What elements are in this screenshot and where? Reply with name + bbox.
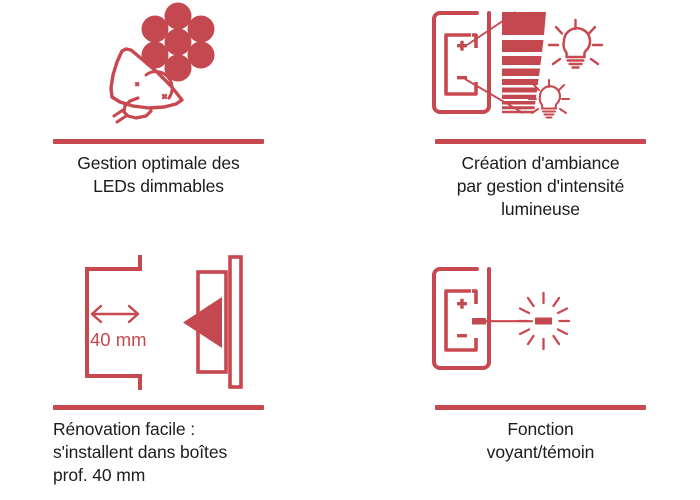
feature-caption: Rénovation facile : s'installent dans bo…	[53, 419, 228, 486]
bulb-dim-icon	[528, 79, 570, 119]
feature-card-led-dimming: Gestion optimale des LEDs dimmables	[0, 0, 350, 250]
indicator-led-icon	[472, 318, 486, 325]
minus-glyph-icon	[457, 334, 467, 338]
plus-glyph-icon	[457, 40, 467, 51]
feature-caption: Création d'ambiance par gestion d'intens…	[456, 153, 625, 220]
dimmer-switch-light-levels-icon	[350, 0, 700, 135]
feature-card-renovation: 40 mm Rénovation facile : s'installent d…	[0, 250, 350, 500]
card-divider	[435, 139, 646, 144]
led-spotlight-icon	[0, 0, 350, 135]
feature-card-indicator: Fonction voyant/témoin	[350, 250, 700, 500]
card-divider	[53, 405, 264, 410]
depth-dimension-arrow-icon	[90, 304, 140, 324]
switch-rocker-icon	[444, 289, 478, 352]
feature-card-ambience: Création d'ambiance par gestion d'intens…	[350, 0, 700, 250]
switch-plate-icon	[432, 267, 491, 370]
plus-glyph-icon	[457, 298, 467, 309]
feature-caption: Gestion optimale des LEDs dimmables	[77, 153, 240, 197]
spotlight-body-icon	[109, 47, 184, 124]
bulb-bright-icon	[547, 18, 604, 69]
card-divider	[435, 405, 646, 410]
dimension-label: 40 mm	[90, 329, 147, 350]
wall-box-depth-icon: 40 mm	[0, 252, 350, 390]
switch-plate-icon	[432, 11, 491, 114]
dimmer-switch-indicator-icon	[350, 256, 700, 391]
device-body-icon	[196, 270, 228, 374]
insert-arrow-icon	[183, 297, 222, 348]
light-level-wedge-icon	[502, 12, 546, 114]
device-faceplate-icon	[228, 255, 243, 389]
indicator-glow-icon	[516, 291, 571, 351]
feature-caption: Fonction voyant/témoin	[486, 419, 595, 463]
minus-glyph-icon	[457, 76, 467, 80]
wall-box-outline-icon	[85, 255, 142, 390]
card-divider	[53, 139, 264, 144]
led-cluster-icon	[141, 2, 215, 82]
